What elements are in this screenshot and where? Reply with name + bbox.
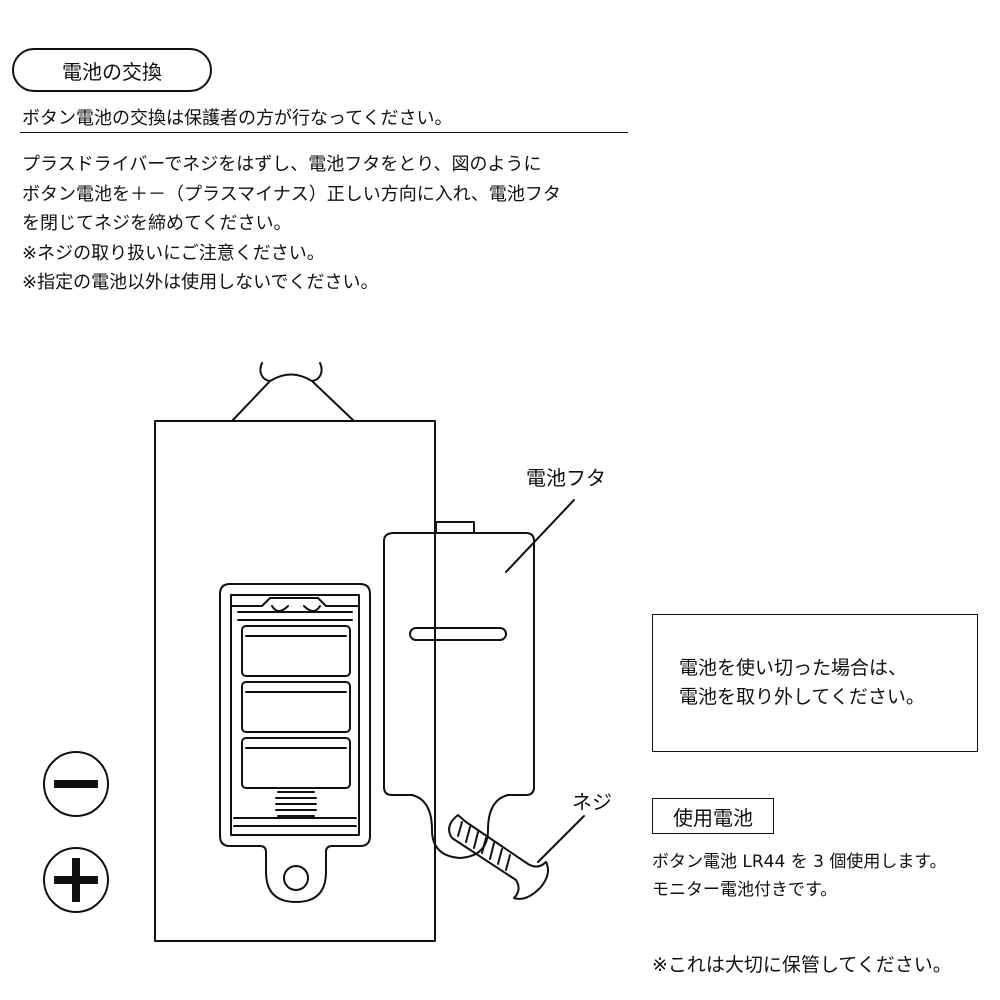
cover-slot (409, 627, 507, 641)
button-batteries (241, 625, 351, 789)
battery-spec-heading: 使用電池 (652, 798, 774, 834)
section-title-text: 電池の交換 (62, 59, 162, 84)
battery-cover (383, 521, 535, 859)
battery-cell (241, 681, 351, 733)
spring-contact (233, 791, 357, 827)
screw-label: ネジ (572, 790, 612, 814)
screw-hole (283, 865, 309, 891)
screw (448, 814, 549, 900)
battery-spec-text: ボタン電池 LR44 を 3 個使用します。 モニター電池付きです。 (652, 848, 947, 904)
divider (20, 132, 628, 133)
cover-label: 電池フタ (526, 466, 606, 490)
instruction-line: を閉じてネジを締めてください。 (22, 213, 292, 234)
subtitle: ボタン電池の交換は保護者の方が行なってください。 (22, 108, 453, 129)
battery-compartment (219, 583, 371, 903)
spec-line: モニター電池付きです。 (652, 880, 838, 900)
screw-leader-line (537, 815, 585, 863)
section-title: 電池の交換 (12, 48, 212, 92)
instruction-line: ※ネジの取り扱いにご注意ください。 (22, 242, 325, 264)
instruction-line: ボタン電池を＋－（プラスマイナス）正しい方向に入れ、電池フタ (22, 183, 561, 205)
battery-cell (241, 737, 351, 789)
remove-battery-note: 電池を使い切った場合は、 電池を取り外してください。 (652, 614, 978, 752)
plus-symbol (43, 847, 109, 913)
hanging-loop (231, 362, 355, 422)
instruction-line: ※指定の電池以外は使用しないでください。 (22, 272, 379, 293)
cover-leader-line (505, 499, 575, 573)
instruction-line: プラスドライバーでネジをはずし、電池フタをとり、図のように (22, 154, 542, 175)
battery-spec-heading-text: 使用電池 (673, 805, 753, 830)
instructions: プラスドライバーでネジをはずし、電池フタをとり、図のように ボタン電池を＋－（プ… (22, 150, 642, 298)
note-line: 電池を取り外してください。 (679, 686, 925, 708)
device-body (154, 420, 436, 942)
note-line: 電池を使い切った場合は、 (679, 657, 908, 679)
minus-symbol (43, 751, 109, 817)
spec-line: ボタン電池 LR44 を 3 個使用します。 (652, 852, 947, 872)
footer-note: ※これは大切に保管してください。 (652, 954, 952, 976)
battery-cell (241, 625, 351, 677)
